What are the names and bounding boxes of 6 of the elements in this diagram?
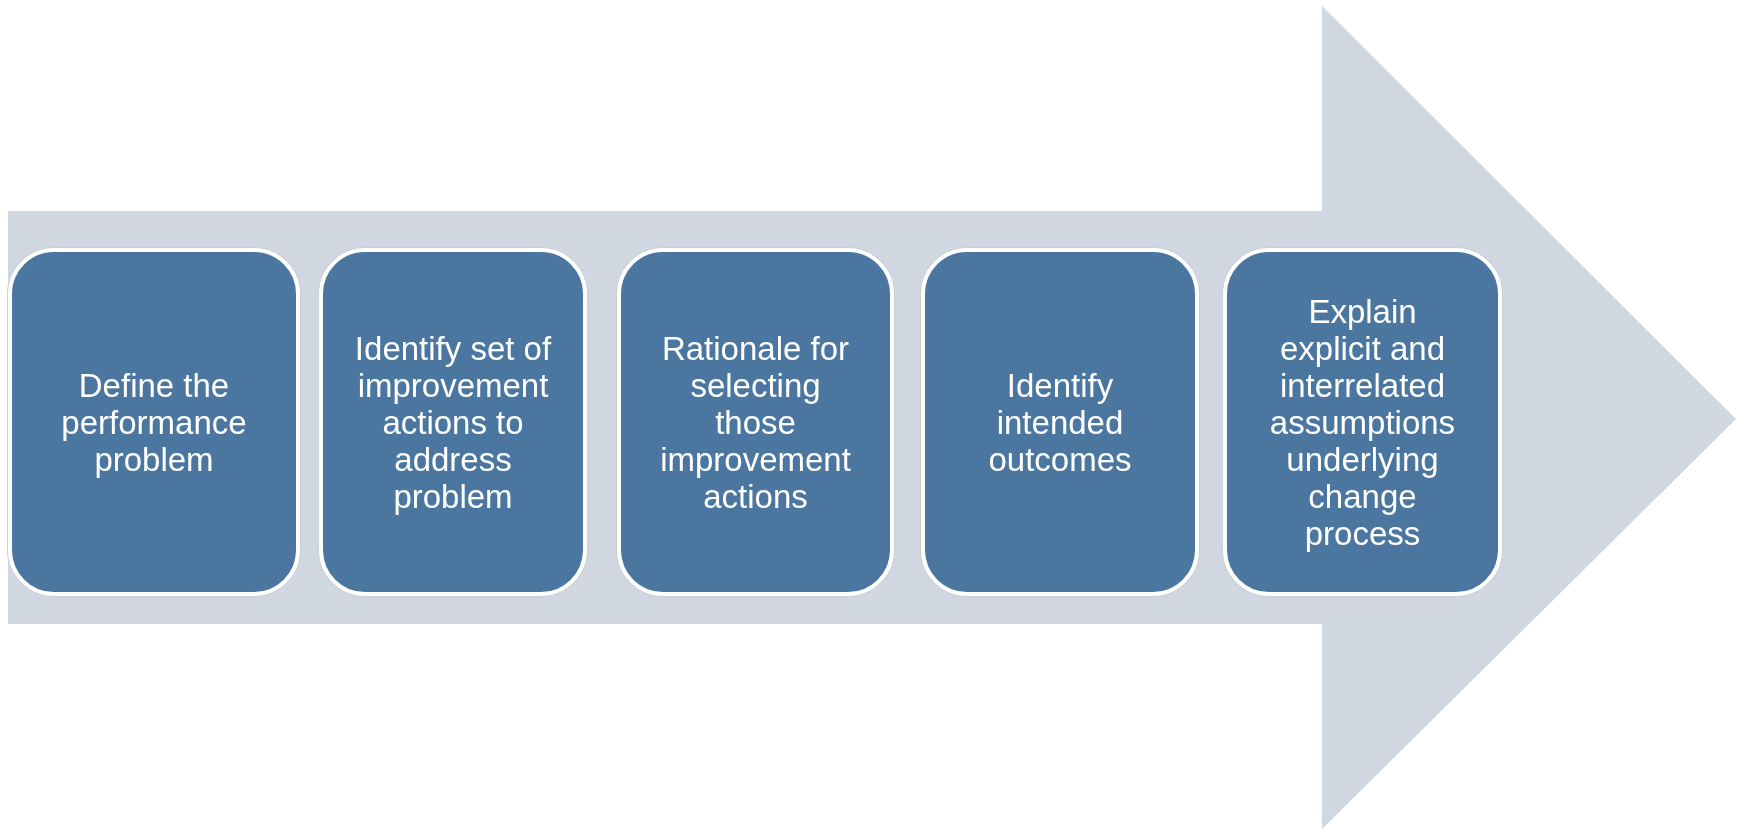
step-card: Identify set of improvement actions to address problem xyxy=(319,248,587,596)
process-arrow xyxy=(8,6,1736,829)
step-card: Define the performance problem xyxy=(8,248,300,596)
step-card: Rationale for selecting those improvement actions xyxy=(617,248,894,596)
step-card: Explain explicit and interrelated assumptions underlying change process xyxy=(1223,248,1502,596)
step-card: Identify intended outcomes xyxy=(921,248,1199,596)
